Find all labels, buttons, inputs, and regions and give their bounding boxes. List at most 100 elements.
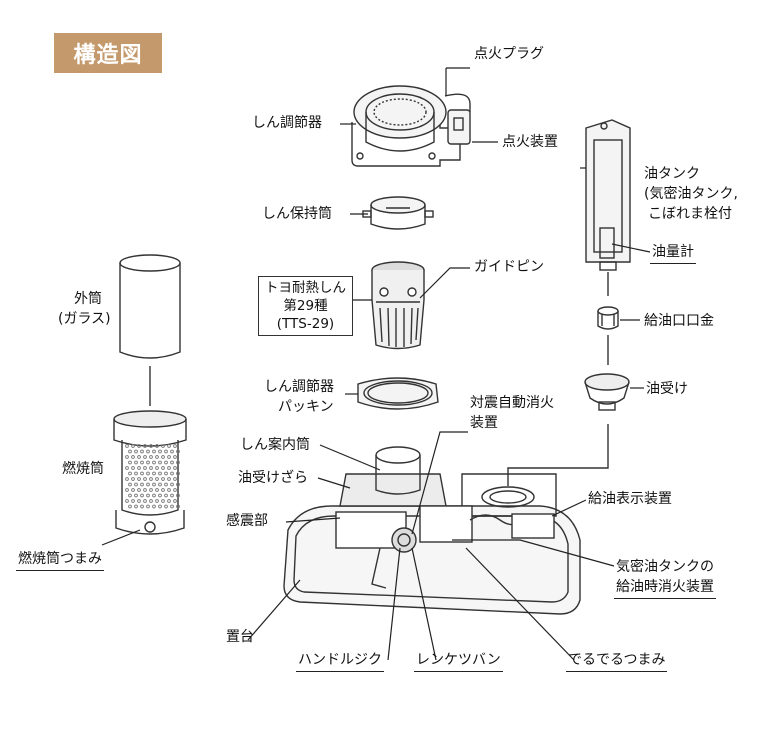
oil-tank-part — [585, 119, 631, 271]
perforation-hole — [128, 482, 132, 487]
perforation-hole — [143, 488, 147, 492]
perforation-hole — [170, 504, 174, 509]
perforation-hole — [164, 493, 168, 498]
perforation-hole — [131, 466, 135, 470]
perforation-hole — [167, 499, 171, 503]
perforation-hole — [161, 477, 165, 481]
perforation-hole — [134, 504, 138, 509]
label-oil-tray: 油受けざら — [238, 470, 308, 486]
label-igniter: 点火装置 — [502, 134, 558, 150]
perforation-hole — [167, 466, 171, 470]
perforation-hole — [140, 449, 144, 454]
burner-cylinder-part — [113, 410, 187, 535]
perforation-hole — [131, 477, 135, 481]
perforation-hole — [137, 444, 141, 448]
perforation-hole — [125, 466, 129, 470]
label-airtight-line2: 給油時消火装置 — [614, 578, 716, 599]
label-wick-line3: (TTS-29) — [276, 316, 335, 332]
perforation-hole — [173, 444, 177, 448]
perforation-hole — [176, 460, 180, 465]
perforation-hole — [170, 449, 174, 454]
label-refuel-indicator: 給油表示装置 — [588, 491, 672, 507]
perforation-hole — [158, 504, 162, 509]
perforation-hole — [155, 444, 159, 448]
perforation-hole — [143, 466, 147, 470]
perforation-hole — [140, 493, 144, 498]
perforation-hole — [146, 493, 150, 498]
perforation-hole — [134, 482, 138, 487]
perforation-hole — [134, 493, 138, 498]
perforation-hole — [149, 455, 153, 459]
perforation-hole — [140, 482, 144, 487]
label-ignition-plug: 点火プラグ — [474, 46, 544, 62]
perforation-hole — [158, 449, 162, 454]
label-gasket-line2: パッキン — [278, 399, 334, 415]
perforation-hole — [173, 488, 177, 492]
perforation-hole — [128, 449, 132, 454]
perforation-hole — [140, 504, 144, 509]
perforation-hole — [125, 488, 129, 492]
label-airtight-line1: 気密油タンクの — [616, 559, 714, 575]
perforation-hole — [137, 466, 141, 470]
label-gasket-line1: しん調節器 — [264, 379, 334, 395]
perforation-hole — [146, 482, 150, 487]
perforation-hole — [155, 466, 159, 470]
label-oil-tank-line1: 油タンク — [644, 166, 700, 182]
label-quake-line2: 装置 — [470, 415, 498, 431]
perforation-hole — [164, 460, 168, 465]
perforation-hole — [167, 444, 171, 448]
perforation-hole — [149, 444, 153, 448]
perforation-hole — [176, 493, 180, 498]
perforation-hole — [176, 449, 180, 454]
perforation-hole — [137, 477, 141, 481]
perforation-hole — [152, 460, 156, 465]
perforation-hole — [143, 455, 147, 459]
label-burner: 燃焼筒 — [62, 461, 104, 477]
label-oil-receiver: 油受け — [646, 381, 688, 397]
label-wick-line1: トヨ耐熱しん — [265, 280, 346, 296]
perforation-hole — [161, 499, 165, 503]
perforation-hole — [125, 499, 129, 503]
label-wick-holder: しん保持筒 — [262, 206, 332, 222]
perforation-hole — [152, 471, 156, 476]
label-base: 置台 — [226, 629, 254, 645]
perforation-hole — [161, 444, 165, 448]
wick-part — [371, 261, 425, 350]
oil-receiver-part — [584, 373, 630, 411]
label-oil-gauge: 油量計 — [650, 243, 696, 264]
perforation-hole — [125, 477, 129, 481]
perforation-hole — [155, 488, 159, 492]
perforation-hole — [128, 471, 132, 476]
perforation-hole — [170, 482, 174, 487]
label-wick-adjuster: しん調節器 — [252, 115, 322, 131]
perforation-hole — [167, 477, 171, 481]
label-wick-guide: しん案内筒 — [240, 437, 310, 453]
perforation-hole — [140, 471, 144, 476]
gasket-part — [357, 377, 439, 410]
perforation-hole — [131, 499, 135, 503]
perforation-hole — [170, 471, 174, 476]
glass-cylinder-part — [119, 254, 181, 359]
wick-holder-part — [362, 196, 434, 230]
perforation-hole — [146, 504, 150, 509]
label-burner-knob: 燃焼筒つまみ — [16, 550, 104, 571]
perforation-hole — [158, 493, 162, 498]
perforation-hole — [125, 455, 129, 459]
label-knob: でるでるつまみ — [566, 651, 668, 672]
label-oil-tank-line2: (気密油タンク, — [644, 186, 738, 202]
label-outer-line2: (ガラス) — [58, 311, 111, 327]
label-oil-tank-line3: こぼれま栓付 — [648, 206, 732, 222]
perforation-hole — [131, 488, 135, 492]
perforation-hole — [173, 477, 177, 481]
perforation-hole — [131, 444, 135, 448]
label-handle-jig: ハンドルジク — [296, 651, 384, 672]
perforation-hole — [152, 493, 156, 498]
perforation-hole — [176, 471, 180, 476]
perforation-hole — [134, 460, 138, 465]
perforation-hole — [158, 471, 162, 476]
perforation-hole — [128, 504, 132, 509]
perforation-hole — [149, 499, 153, 503]
perforation-hole — [137, 455, 141, 459]
perforation-hole — [149, 488, 153, 492]
perforation-hole — [155, 477, 159, 481]
